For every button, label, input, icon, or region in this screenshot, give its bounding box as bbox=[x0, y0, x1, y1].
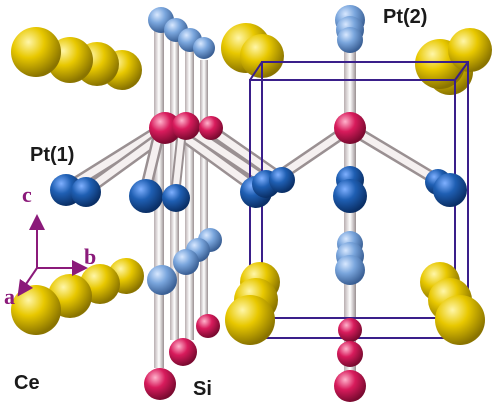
axis-a-arrow bbox=[17, 267, 38, 297]
pt-dark-atoms bbox=[50, 166, 467, 213]
pt-light-atoms bbox=[147, 5, 365, 295]
label-si: Si bbox=[193, 378, 212, 400]
label-pt2: Pt(2) bbox=[383, 6, 428, 28]
axis-label-a: a bbox=[4, 284, 15, 309]
axes-indicator bbox=[17, 214, 88, 297]
label-ce: Ce bbox=[14, 372, 40, 394]
axis-label-c: c bbox=[22, 182, 32, 207]
axis-label-b: b bbox=[84, 244, 97, 269]
ce-atoms-front bbox=[11, 258, 485, 345]
ce-atoms-back bbox=[11, 23, 492, 95]
label-pt1: Pt(1) bbox=[30, 144, 75, 166]
si-atoms bbox=[144, 112, 366, 402]
